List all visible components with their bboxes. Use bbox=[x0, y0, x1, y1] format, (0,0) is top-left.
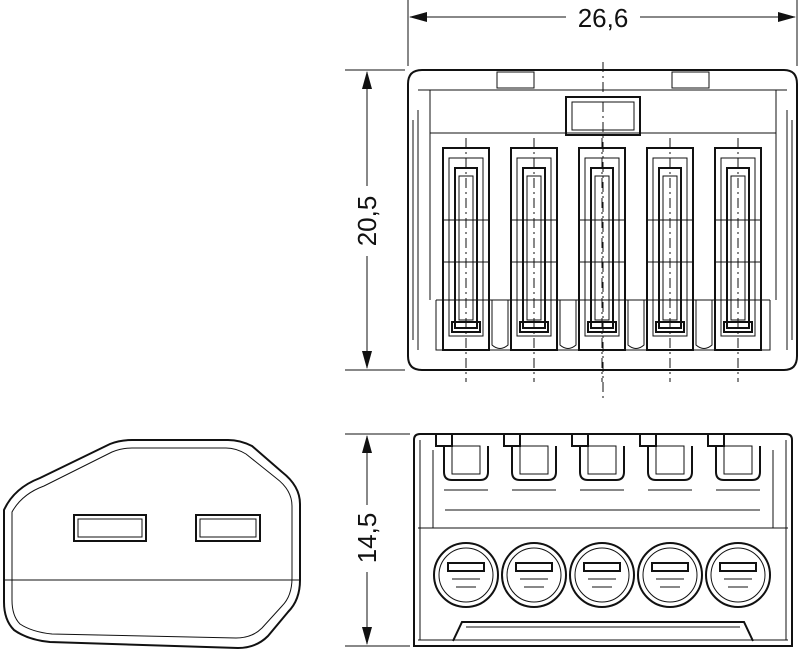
lever-1 bbox=[442, 138, 490, 382]
lever-5 bbox=[714, 138, 762, 382]
front-view-outline bbox=[413, 433, 793, 647]
height-top-dimension-label: 20,5 bbox=[352, 196, 382, 247]
side-slot-right bbox=[195, 514, 261, 542]
top-view-outline bbox=[407, 69, 798, 371]
top-tab-left bbox=[496, 71, 535, 89]
bottom-release-slot bbox=[452, 621, 754, 642]
lever-gap-3 bbox=[627, 300, 645, 349]
top-tab-right bbox=[671, 71, 710, 89]
lever-2 bbox=[510, 138, 558, 382]
front-lever-group bbox=[435, 433, 761, 491]
side-view-outline bbox=[3, 439, 301, 650]
wire-entry-group bbox=[433, 542, 771, 608]
front-lever-2 bbox=[503, 433, 557, 491]
width-dimension-label: 26,6 bbox=[578, 3, 629, 33]
top-view bbox=[407, 62, 798, 400]
side-slot-right-inner bbox=[199, 518, 257, 538]
height-dimension-front-view: 14,5 bbox=[345, 433, 410, 647]
wire-entry-4 bbox=[637, 542, 703, 608]
wire-entry-3 bbox=[569, 542, 635, 608]
side-slot-left bbox=[73, 514, 147, 542]
lever-gap-2 bbox=[559, 300, 577, 349]
lever-4 bbox=[646, 138, 694, 382]
side-view-inner-outline bbox=[11, 447, 293, 639]
height-top-arrow-up bbox=[362, 71, 372, 89]
wire-entry-5 bbox=[705, 542, 771, 608]
height-top-arrow-down bbox=[362, 351, 372, 369]
side-slot-left-inner bbox=[77, 518, 143, 538]
width-dimension: 26,6 bbox=[407, 0, 798, 66]
height-front-dimension-label: 14,5 bbox=[352, 513, 382, 564]
side-view bbox=[3, 439, 301, 650]
lever-gap-1 bbox=[491, 300, 509, 349]
lever-gap-4 bbox=[695, 300, 713, 349]
right-side-ridge bbox=[786, 110, 793, 350]
height-front-arrow-up bbox=[362, 435, 372, 453]
front-view-inner-frame bbox=[419, 440, 787, 640]
wire-entry-2 bbox=[501, 542, 567, 608]
front-lever-1 bbox=[435, 433, 489, 491]
height-dimension-top-view: 20,5 bbox=[345, 69, 405, 371]
left-side-ridge bbox=[412, 110, 419, 350]
front-view bbox=[413, 433, 793, 647]
wire-entry-1 bbox=[433, 542, 499, 608]
front-lever-5 bbox=[707, 433, 761, 491]
width-arrow-right bbox=[778, 12, 796, 22]
width-arrow-left bbox=[409, 12, 427, 22]
lever-3 bbox=[578, 138, 626, 382]
lever-group bbox=[442, 138, 762, 382]
front-view-mid-band bbox=[418, 527, 788, 641]
height-front-arrow-down bbox=[362, 627, 372, 645]
front-lever-3 bbox=[571, 433, 625, 491]
front-lever-4 bbox=[639, 433, 693, 491]
